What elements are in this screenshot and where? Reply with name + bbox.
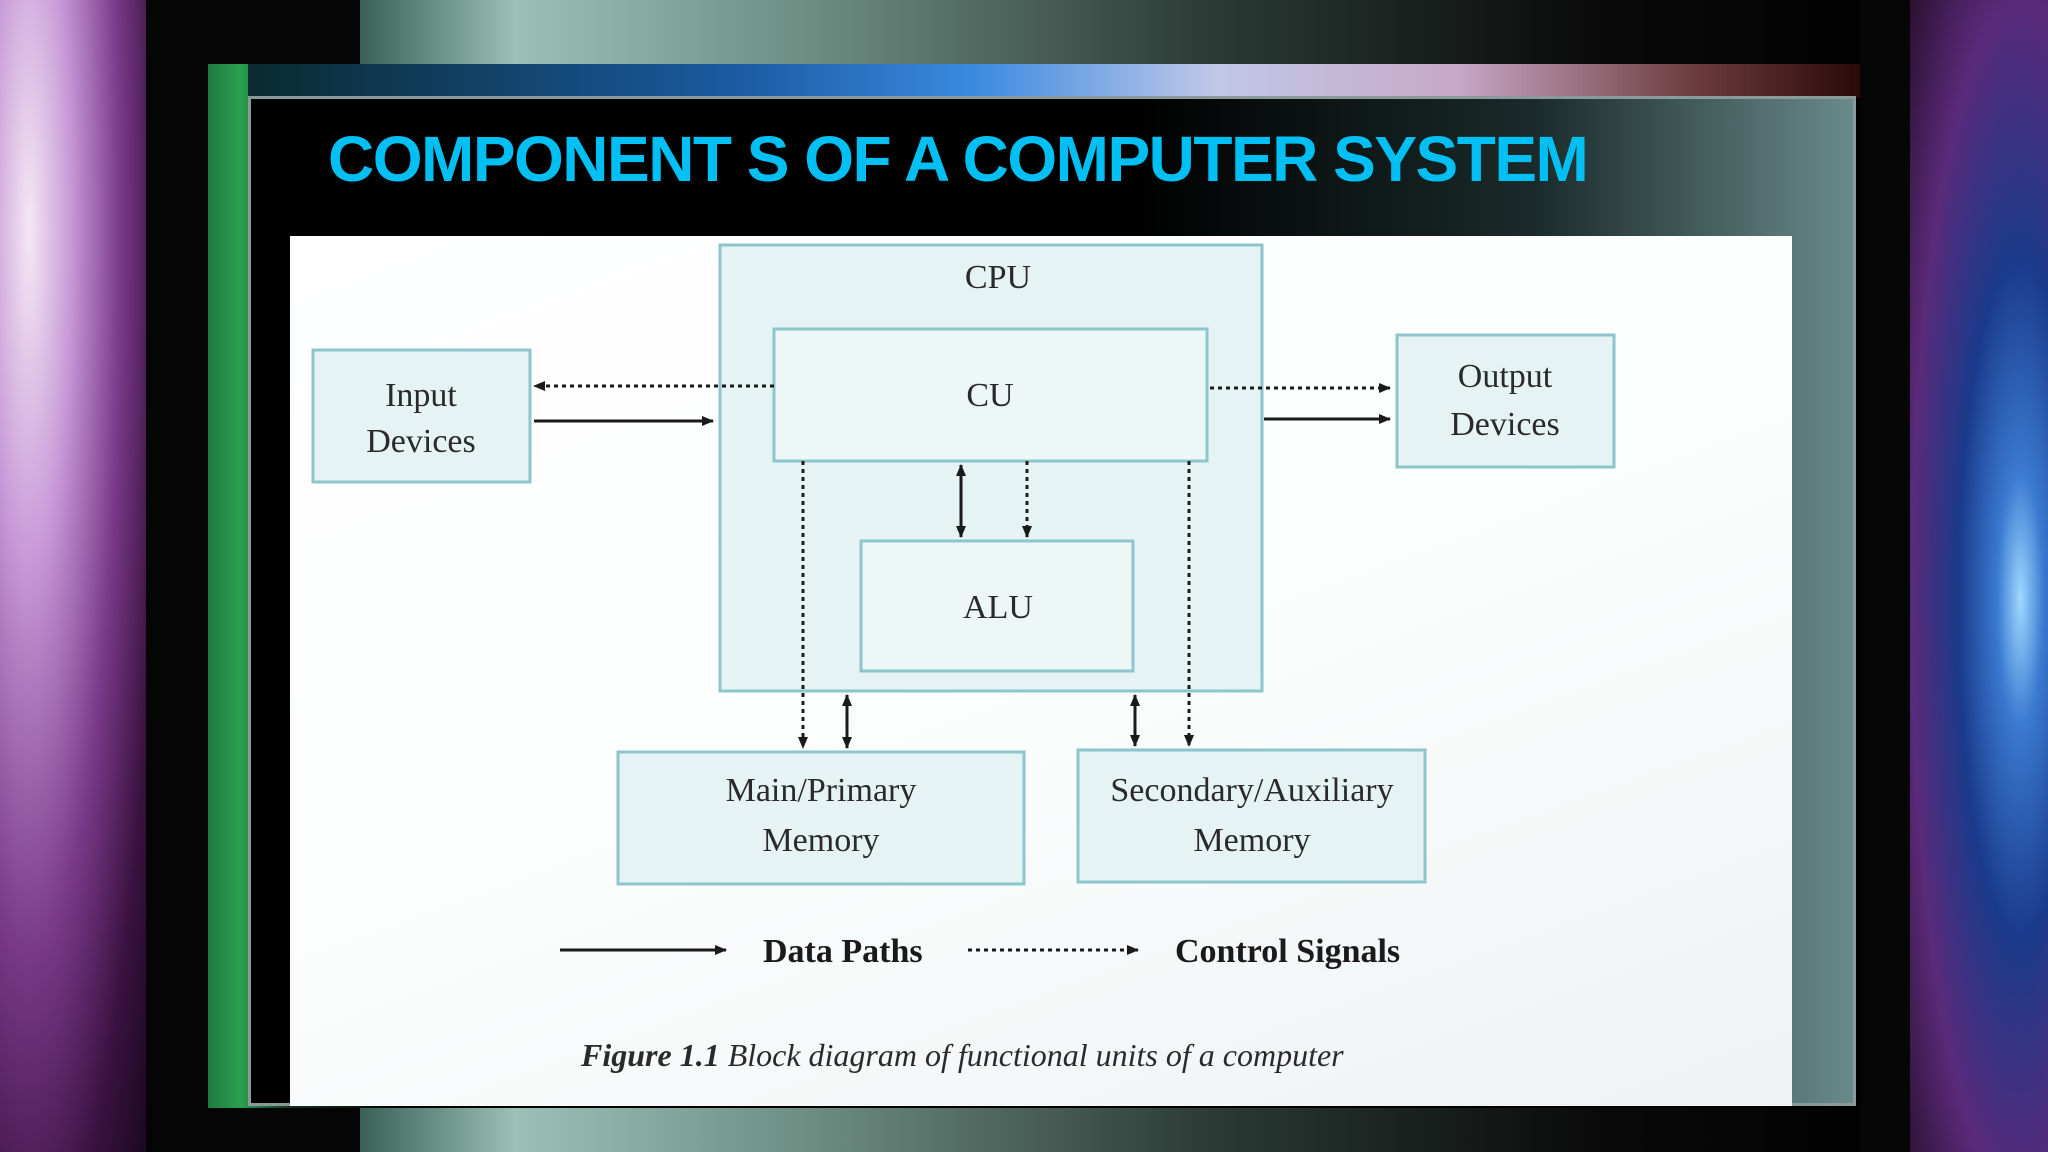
output-devices-block	[1395, 333, 1616, 469]
figure-caption-number: Figure 1.1	[580, 1037, 720, 1073]
secondary-memory-label-line1: Secondary/Auxiliary	[1110, 772, 1393, 809]
diagram-panel: CPU CU ALU Input Devices Output Devices …	[290, 236, 1792, 1106]
background-right-dark	[1860, 0, 1910, 1152]
figure-caption-text: Block diagram of functional units of a c…	[720, 1037, 1344, 1073]
cpu-label: CPU	[965, 259, 1031, 296]
cu-block	[772, 327, 1209, 463]
background-left-glow	[0, 0, 146, 1152]
cu-label: CU	[966, 377, 1013, 414]
alu-label: ALU	[963, 589, 1033, 626]
secondary-memory-label-line2: Memory	[1193, 822, 1310, 859]
main-memory-label-line1: Main/Primary	[726, 772, 917, 809]
figure-caption: Figure 1.1 Block diagram of functional u…	[580, 1037, 1344, 1073]
main-memory-block	[616, 750, 1026, 886]
background-right-glow	[1910, 0, 2048, 1152]
legend-control-signals-label: Control Signals	[1175, 933, 1400, 970]
background-top-band	[360, 0, 1910, 64]
legend-data-paths-label: Data Paths	[763, 933, 923, 970]
secondary-memory-block	[1076, 748, 1427, 884]
slide-top-strip	[248, 64, 1860, 98]
background-bottom-band	[360, 1108, 1910, 1152]
output-devices-label-line2: Devices	[1450, 406, 1560, 443]
main-memory-label-line2: Memory	[762, 822, 879, 859]
input-devices-label-line2: Devices	[366, 423, 476, 460]
alu-block	[859, 539, 1135, 673]
output-devices-label-line1: Output	[1458, 358, 1553, 395]
block-diagram: CPU CU ALU Input Devices Output Devices …	[311, 243, 1616, 1073]
slide-title: COMPONENT S OF A COMPUTER SYSTEM	[328, 123, 1589, 195]
input-devices-label-line1: Input	[385, 377, 457, 414]
input-devices-block	[311, 348, 532, 484]
